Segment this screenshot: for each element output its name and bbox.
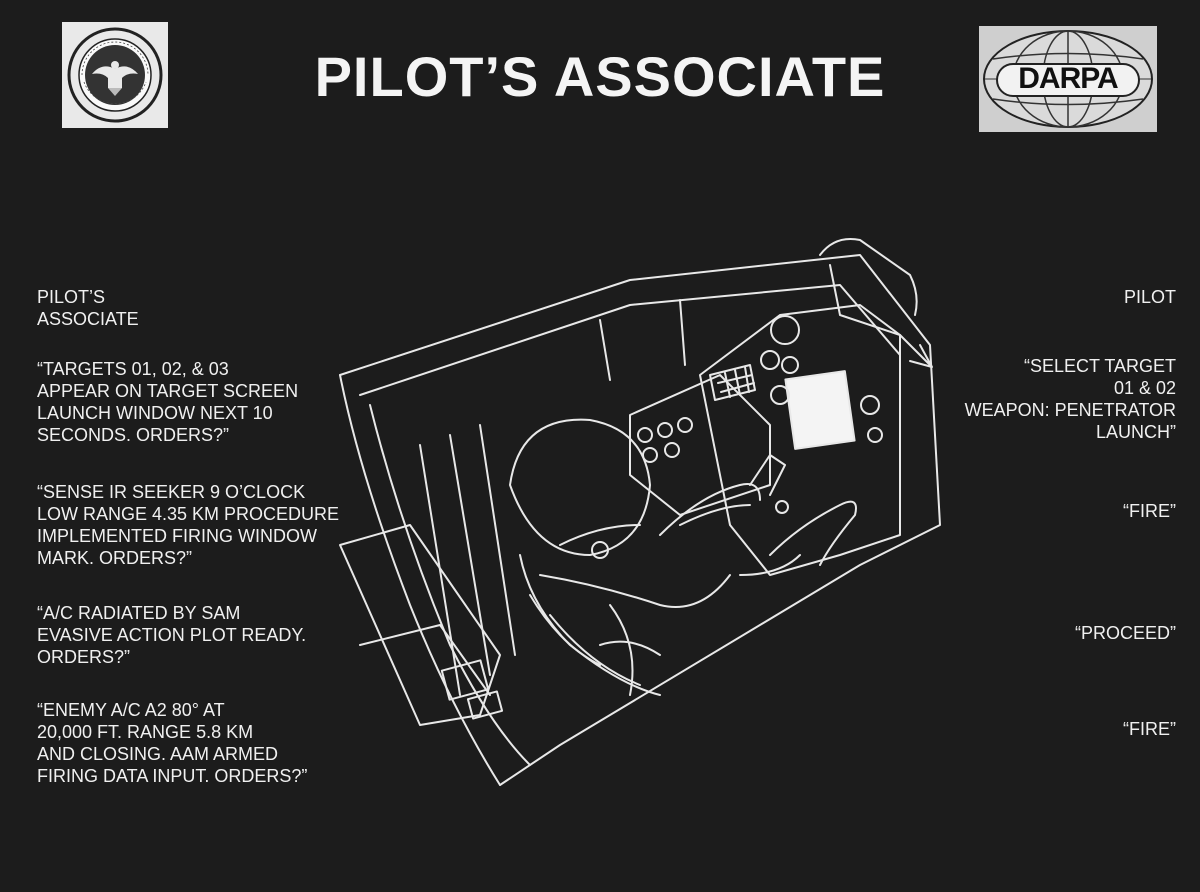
department-of-defense-seal-icon bbox=[62, 22, 168, 128]
associate-message-1: “TARGETS 01, 02, & 03 APPEAR ON TARGET S… bbox=[37, 359, 299, 445]
darpa-wordmark: DARPA bbox=[1018, 62, 1118, 95]
associate-message-2: “SENSE IR SEEKER 9 O’CLOCK LOW RANGE 4.3… bbox=[37, 482, 340, 568]
pilot-response-1: “SELECT TARGET 01 & 02 WEAPON: PENETRATO… bbox=[964, 356, 1176, 442]
pilot-response-2: “FIRE” bbox=[1123, 501, 1176, 521]
pilots-associate-heading: PILOT’S ASSOCIATE bbox=[37, 287, 139, 329]
dod-seal-graphic bbox=[67, 27, 163, 123]
globe-icon bbox=[983, 30, 1153, 128]
pilot-response-4: “FIRE” bbox=[1123, 719, 1176, 739]
pilot-response-3: “PROCEED” bbox=[1074, 623, 1176, 643]
darpa-logo: DARPA bbox=[979, 26, 1157, 132]
associate-message-4: “ENEMY A/C A2 80° AT 20,000 FT. RANGE 5.… bbox=[37, 700, 308, 786]
associate-message-3: “A/C RADIATED BY SAM EVASIVE ACTION PLOT… bbox=[37, 603, 307, 667]
pilot-heading: PILOT bbox=[1123, 287, 1176, 307]
cockpit-illustration bbox=[339, 238, 941, 786]
page-title: PILOT’S ASSOCIATE bbox=[314, 45, 886, 108]
